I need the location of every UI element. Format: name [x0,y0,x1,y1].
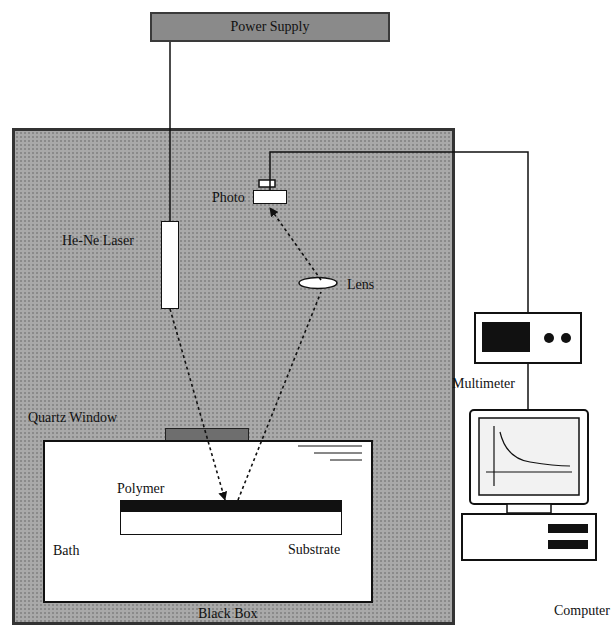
photo-detector: Photo [253,190,287,204]
node-label: Bath [53,543,79,559]
laser-tube: He-Ne Laser [161,221,179,309]
node-label: Quartz Window [28,410,117,426]
computer-figure [462,410,596,560]
black-box-enclosure: Black Box He-Ne Laser PhotoLensQuartz Wind… [12,128,455,625]
computer-device: Computer [458,410,598,562]
power-supply-box: Power Supply [150,12,390,42]
node-label: Substrate [288,542,340,558]
node-label: He-Ne Laser [62,233,134,249]
node-label: Photo [212,190,245,206]
multimeter-device: Multimeter [474,312,582,364]
wire [527,364,529,410]
lens-element: Lens [301,280,341,292]
node-label: Multimeter [452,376,515,392]
node-label: Lens [347,277,374,293]
bath-container: BathPolymerSubstrate [43,440,373,603]
polymer-layer: Polymer [120,500,342,511]
node-label: Power Supply [152,19,388,35]
node-label: Polymer [117,481,164,497]
node-label: Computer [554,603,610,619]
substrate-layer: Substrate [120,511,342,535]
node-label: Black Box [198,606,258,622]
